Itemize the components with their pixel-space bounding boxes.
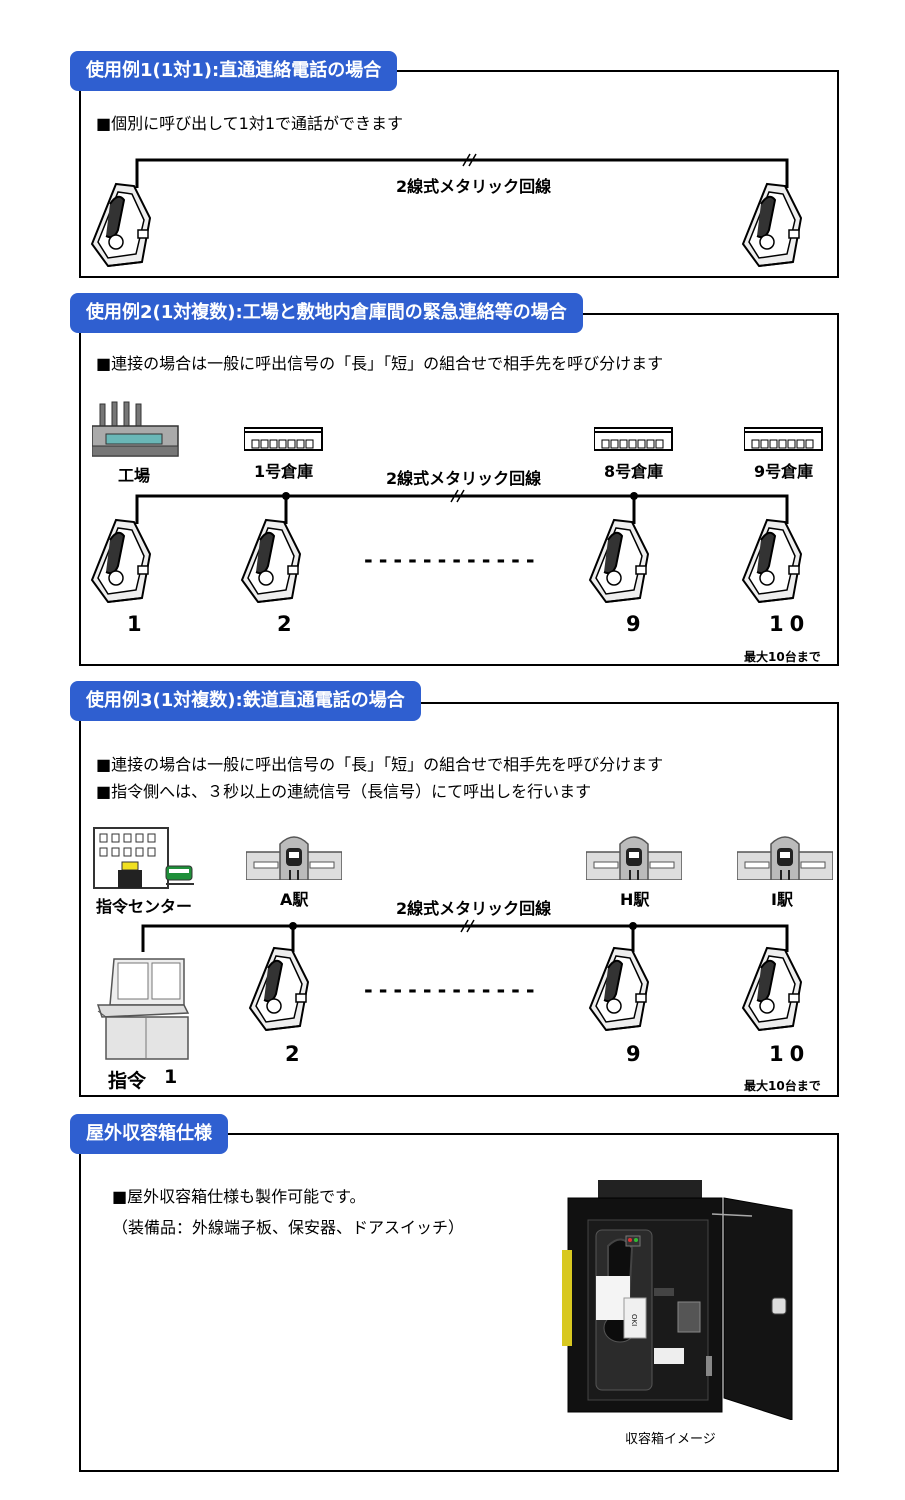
phone-icon	[589, 947, 649, 1031]
case1-title-tab: 使用例1(1対1):直通連絡電話の場合	[70, 51, 398, 91]
dispatch-console-icon	[96, 958, 190, 1060]
case3-place-station-i: I駅	[771, 890, 793, 909]
case2-place-warehouse-1: 1号倉庫	[254, 462, 314, 481]
case3-dispatch-label: 指令	[108, 1070, 147, 1092]
case2-place-warehouse-9: 9号倉庫	[754, 462, 814, 481]
case2-number-2: 2	[277, 612, 292, 636]
case3-number-2: 2	[285, 1042, 300, 1066]
case2-max-note: 最大10台まで	[744, 650, 821, 664]
case1-note: ■個別に呼び出して1対1で通話ができます	[96, 114, 403, 133]
case3-number-1: 1	[164, 1066, 178, 1088]
control-center-icon	[93, 827, 194, 889]
case2-line-label: 2線式メタリック回線	[386, 469, 542, 488]
case3-number-9: 9	[626, 1042, 641, 1066]
case3-place-station-h: H駅	[620, 890, 650, 909]
housing-box-image: OKI	[562, 1180, 793, 1420]
case1-panel	[79, 70, 839, 278]
case2-number-10: 10	[769, 612, 811, 636]
phone-icon	[742, 947, 802, 1031]
case3-note-1: ■連接の場合は一般に呼出信号の「長」「短」の組合せで相手先を呼び分けます	[96, 755, 664, 774]
case3-place-station-a: A駅	[280, 890, 309, 909]
phone-icon	[249, 947, 309, 1031]
case3-dashes: ------------	[364, 978, 541, 1002]
case2-place-factory: 工場	[118, 466, 151, 485]
case2-number-1: 1	[127, 612, 142, 636]
case3-title-tab: 使用例3(1対複数):鉄道直通電話の場合	[70, 681, 421, 721]
case2-dashes: ------------	[364, 548, 541, 572]
case2-number-9: 9	[626, 612, 641, 636]
case2-place-warehouse-8: 8号倉庫	[604, 462, 664, 481]
svg-text:OKI: OKI	[630, 1314, 638, 1326]
case2-title-tab: 使用例2(1対複数):工場と敷地内倉庫間の緊急連絡等の場合	[70, 293, 583, 333]
case3-place-control-center: 指令センター	[96, 897, 193, 916]
case3-panel	[79, 702, 839, 1097]
outdoor-note-1: ■屋外収容箱仕様も製作可能です。	[112, 1187, 366, 1206]
case3-number-10: 10	[769, 1042, 811, 1066]
factory-icon	[92, 401, 179, 457]
outdoor-note-2: （装備品：外線端子板、保安器、ドアスイッチ）	[112, 1218, 465, 1237]
case2-note: ■連接の場合は一般に呼出信号の「長」「短」の組合せで相手先を呼び分けます	[96, 354, 664, 373]
housing-box-caption: 収容箱イメージ	[625, 1432, 716, 1447]
case3-note-2: ■指令側へは、３秒以上の連続信号（長信号）にて呼出しを行います	[96, 782, 592, 801]
case1-line-label: 2線式メタリック回線	[396, 177, 552, 196]
case3-max-note: 最大10台まで	[744, 1079, 821, 1093]
case3-line-label: 2線式メタリック回線	[396, 899, 552, 918]
outdoor-title-tab: 屋外収容箱仕様	[70, 1114, 228, 1154]
